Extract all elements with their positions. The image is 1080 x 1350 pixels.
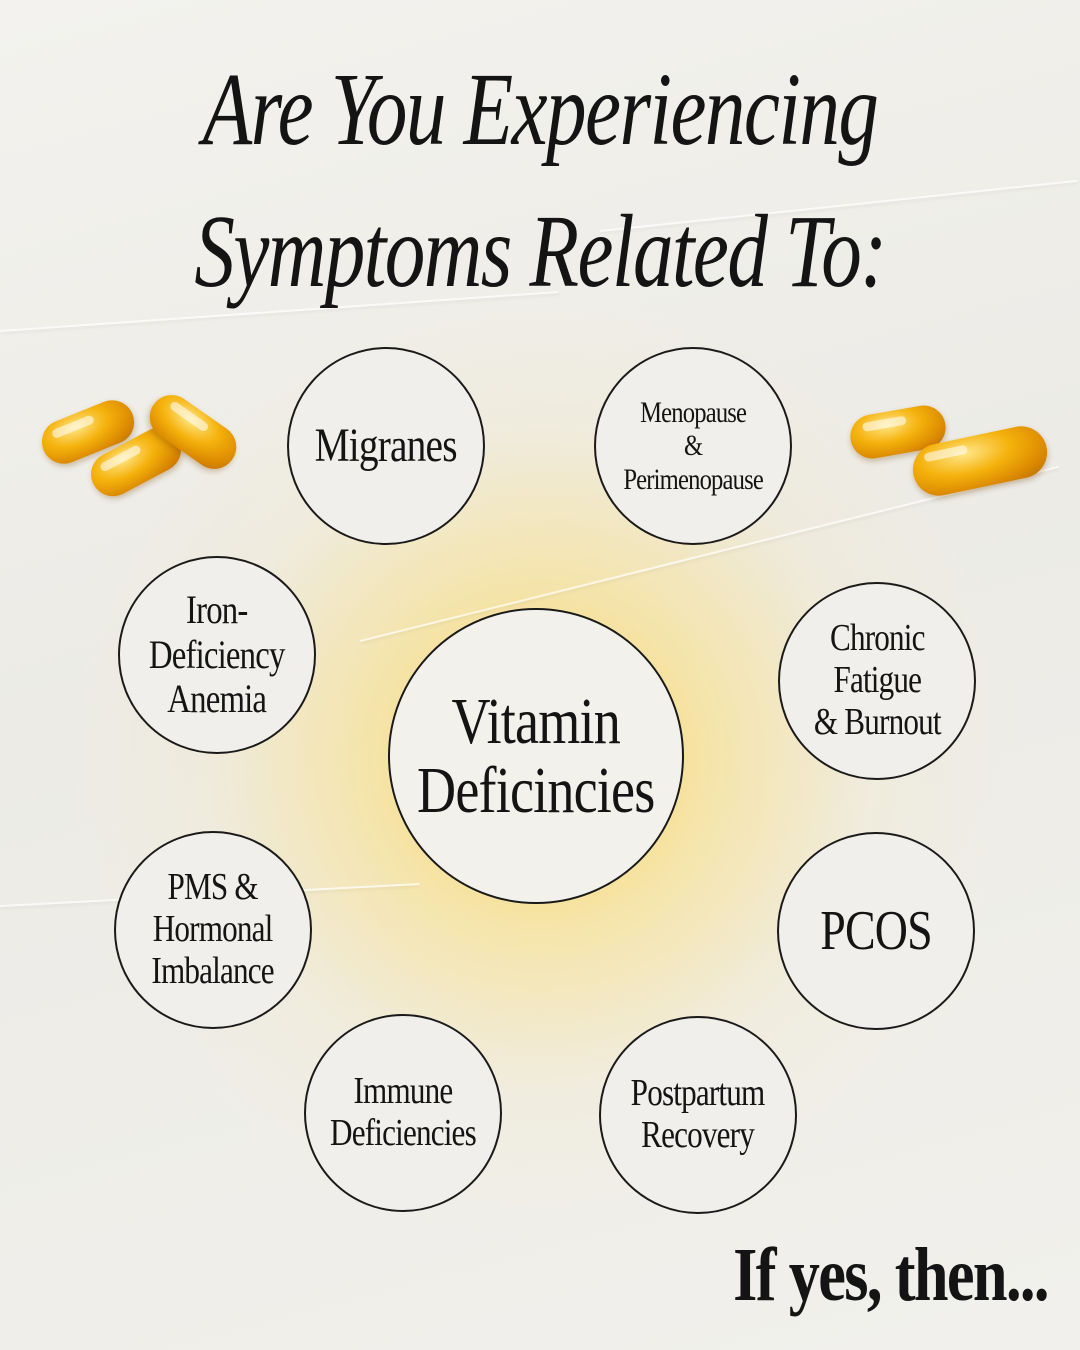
center-bubble-vitamin-deficiencies: Vitamin Deficincies xyxy=(388,608,684,904)
bubble-label: PMS & Hormonal Imbalance xyxy=(151,866,275,992)
bubble-label: Migranes xyxy=(314,418,458,472)
footer-cta: If yes, then... xyxy=(733,1233,1049,1317)
bubble-label: Iron- Deficiency Anemia xyxy=(149,586,285,722)
bubble-menopause: Menopause & Perimenopause xyxy=(594,347,792,545)
bubble-migranes: Migranes xyxy=(287,347,485,545)
bubble-pcos: PCOS xyxy=(777,832,975,1030)
bubble-immune: Immune Deficiencies xyxy=(304,1014,502,1212)
bubble-label: Postpartum Recovery xyxy=(631,1072,766,1156)
page-title-line-2: Symptoms Related To: xyxy=(194,194,887,309)
bubble-label: PCOS xyxy=(820,899,932,962)
bubble-label: Menopause & Perimenopause xyxy=(623,395,763,496)
bubble-label: Immune Deficiencies xyxy=(330,1070,477,1154)
bubble-pms-hormonal: PMS & Hormonal Imbalance xyxy=(114,831,312,1029)
bubble-label: Chronic Fatigue & Burnout xyxy=(813,617,942,743)
bubble-chronic-fatigue: Chronic Fatigue & Burnout xyxy=(778,582,976,780)
page-title-line-1: Are You Experiencing xyxy=(202,52,879,167)
bubble-iron-deficiency: Iron- Deficiency Anemia xyxy=(118,556,316,754)
bubble-postpartum: Postpartum Recovery xyxy=(599,1016,797,1214)
center-bubble-label: Vitamin Deficincies xyxy=(417,684,655,827)
